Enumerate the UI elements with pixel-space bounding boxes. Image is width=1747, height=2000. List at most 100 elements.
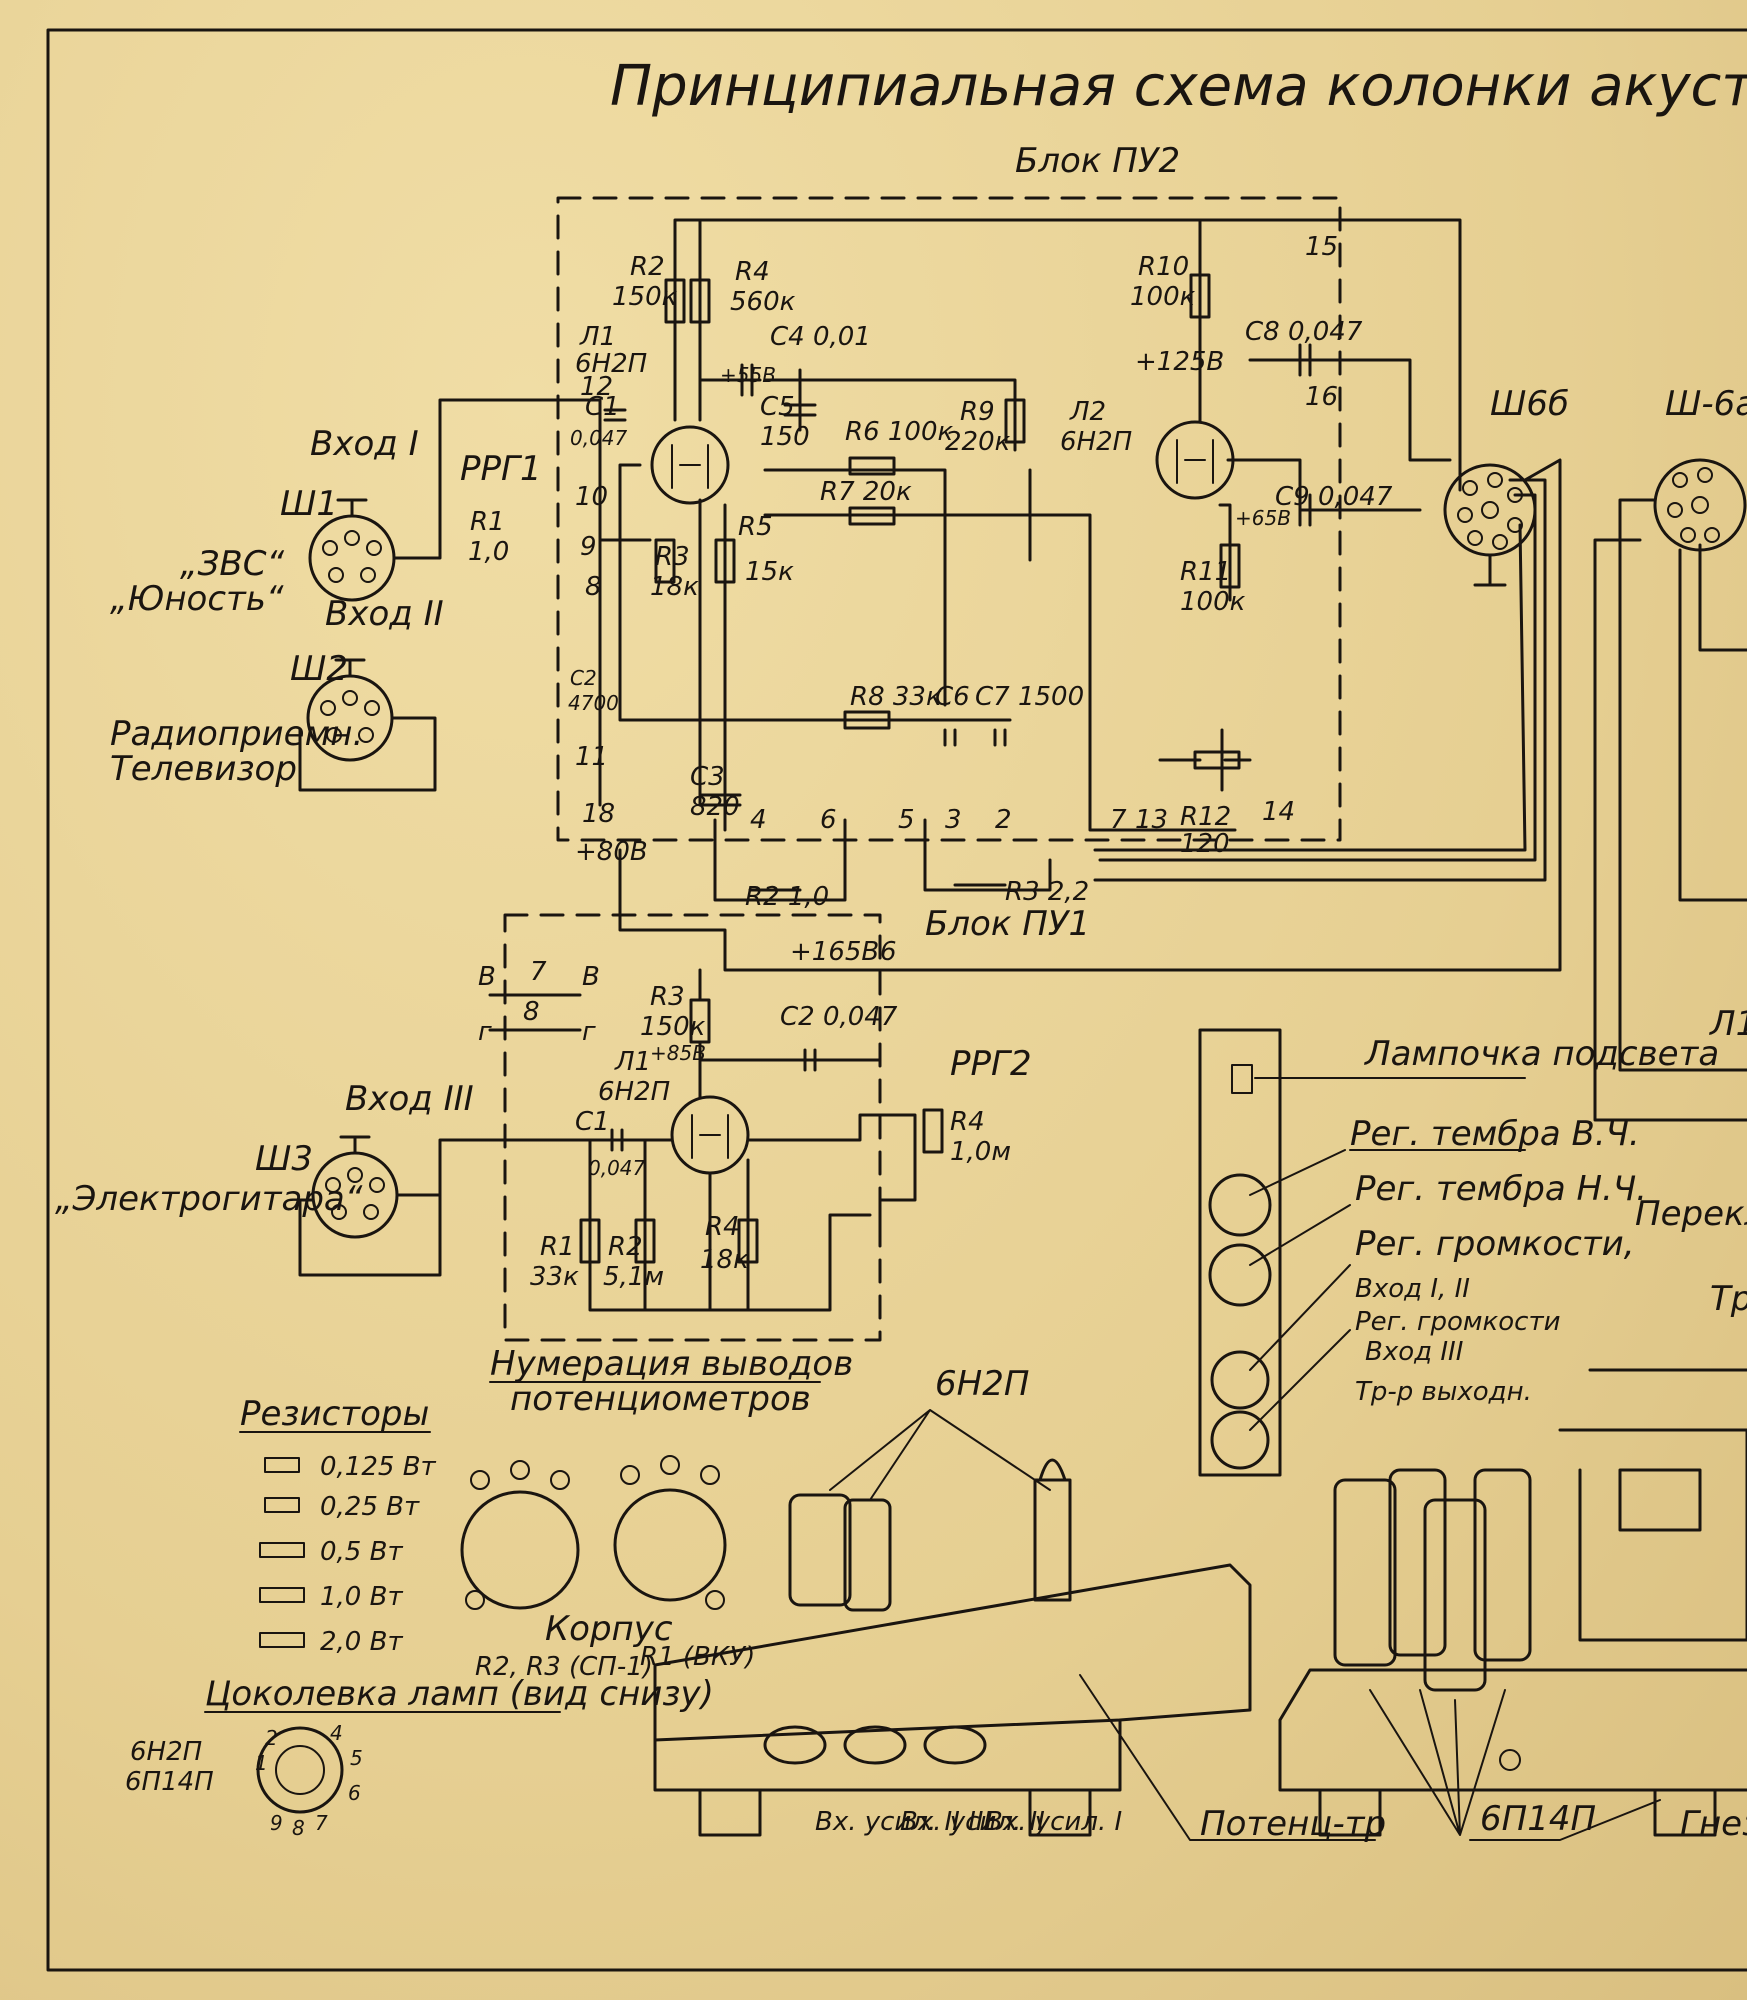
input-3-wiring xyxy=(298,1138,592,1277)
assembly-tube-label: 6Н2П xyxy=(935,1364,1029,1404)
pu2-r1-value: 1,0 xyxy=(468,537,509,567)
switch-label-v1: В xyxy=(478,962,496,992)
pu2-r4-value: 560к xyxy=(730,287,796,317)
sheet-frame xyxy=(46,28,1747,1972)
svg-text:Вход I, II: Вход I, II xyxy=(1355,1274,1470,1304)
block-rrg2-outline xyxy=(503,913,882,1342)
socket-sh2-label: Ш2 xyxy=(290,649,348,689)
rrg2-c1-value: 0,047 xyxy=(588,1156,646,1180)
svg-text:Рег. громкости: Рег. громкости xyxy=(1355,1307,1561,1337)
pu2-r8-label: R8 33к xyxy=(850,682,942,712)
svg-text:8: 8 xyxy=(585,572,602,602)
amplifier-input-labels: Вх. усил. II III Вх. усил. II Вх. усил. … xyxy=(815,1807,1122,1837)
socket-sh3-label: Ш3 xyxy=(255,1139,313,1179)
rrg2-v85-label: +85В xyxy=(650,1041,706,1065)
pu2-v65-label: +65В xyxy=(1235,506,1291,530)
pu2-v80-label: +80В xyxy=(575,837,648,867)
socket-pinout-title: Цоколевка ламп (вид снизу) xyxy=(205,1674,714,1714)
pu2-r12-label: R12 xyxy=(1180,802,1231,832)
numbering-title-1: Нумерация выводов xyxy=(490,1344,853,1384)
svg-text:12: 12 xyxy=(580,372,613,402)
rrg2-tube-icon xyxy=(670,1095,750,1175)
numbering-title-2: потенциометров xyxy=(510,1379,811,1419)
pu2-c3-label: C3 xyxy=(690,762,725,792)
rrg2-r2-value: 5,1м xyxy=(603,1262,664,1292)
rrg2-l1-type: 6Н2П xyxy=(598,1077,670,1107)
input-3-label: Вход III xyxy=(345,1079,474,1119)
rrg2-l1-label: Л1 xyxy=(614,1047,651,1077)
socket-sh1-label: Ш1 xyxy=(280,484,338,524)
svg-text:8: 8 xyxy=(292,1816,305,1840)
pu2-c4-label: C4 0,01 xyxy=(770,322,871,352)
control-panel-labels: Лампочка подсвета Рег. тембра В.Ч. Рег. … xyxy=(1350,1034,1747,1407)
pu2-r4-label: R4 xyxy=(735,257,770,287)
sh6a-wiring xyxy=(1593,498,1747,1122)
output-tube-leaders xyxy=(1369,1689,1661,1841)
svg-text:Вход III: Вход III xyxy=(1365,1337,1463,1367)
potentiometer-label: Потенц-тр xyxy=(1200,1804,1386,1844)
svg-text:0,5 Вт: 0,5 Вт xyxy=(320,1537,403,1567)
block-pu1-label: Блок ПУ1 xyxy=(925,904,1090,944)
svg-text:Рег. тембра Н.Ч.: Рег. тембра Н.Ч. xyxy=(1355,1169,1647,1209)
pu2-v55-label: +55В xyxy=(720,363,776,387)
pu2-r2-value: 150к xyxy=(612,282,678,312)
pu2-c8-label: C8 0,047 xyxy=(1245,317,1363,347)
block-pu2-outline xyxy=(556,196,1342,842)
pu2-r11-value: 100к xyxy=(1180,587,1246,617)
svg-text:6: 6 xyxy=(820,805,837,835)
yunost-label: „Юность“ xyxy=(110,579,284,619)
svg-text:9: 9 xyxy=(580,532,597,562)
pu2-r7-label: R7 20к xyxy=(820,477,912,507)
pu2-l1-type: 6Н2П xyxy=(575,349,647,379)
pu2-tube-l2-icon xyxy=(1155,420,1235,500)
pu2-r5-label: R5 xyxy=(738,512,773,542)
pu2-l1-label: Л1 xyxy=(579,322,616,352)
pu2-c2-label: C2 xyxy=(570,666,597,690)
switch-label-7: 7 xyxy=(530,957,547,987)
rrg2-wiring xyxy=(588,848,1557,1312)
pu2-capacitors xyxy=(603,343,1312,807)
input-1-label: Вход I xyxy=(310,424,419,464)
switch-label-g1: г xyxy=(478,1017,492,1047)
svg-text:2: 2 xyxy=(995,805,1012,835)
rrg2-resistors xyxy=(579,998,944,1264)
pu2-r2-pot-label: R2 1,0 xyxy=(745,882,829,912)
svg-text:1: 1 xyxy=(255,1751,268,1775)
pu2-r9-value: 220к xyxy=(945,427,1011,457)
pu2-v125-label: +125В xyxy=(1135,347,1224,377)
potentiometer-numbering-icons xyxy=(460,1455,727,1610)
pu2-r3-pot-label: R3 2,2 xyxy=(1005,877,1089,907)
rrg2-r4b-value: 18к xyxy=(700,1245,749,1275)
pu2-tube-l1-icon xyxy=(650,425,730,505)
pu2-c3-value: 820 xyxy=(690,792,740,822)
pu2-wiring xyxy=(598,218,1462,832)
page-title: Принципиальная схема колонки акуст xyxy=(610,54,1747,119)
pu2-r10-value: 100к xyxy=(1130,282,1196,312)
svg-text:Вх. усил. I: Вх. усил. I xyxy=(985,1807,1122,1837)
connector-sh6a-label: Ш-6а xyxy=(1665,384,1747,424)
pu2-r9-label: R9 xyxy=(960,397,995,427)
svg-text:4: 4 xyxy=(330,1721,343,1745)
rrg1-label: РРГ1 xyxy=(460,449,542,489)
switch-label-v2: В xyxy=(582,962,600,992)
pinout-tube2-label: 6П14П xyxy=(125,1767,214,1797)
rrg2-pin6-label: 6 xyxy=(880,937,897,967)
pu2-pin-numbers: 15 16 12 10 9 8 11 18 4 6 5 3 2 7 13 14 xyxy=(575,232,1338,835)
svg-text:4: 4 xyxy=(750,805,767,835)
rrg2-r1-label: R1 xyxy=(540,1232,575,1262)
pu2-l2-type: 6Н2П xyxy=(1060,427,1132,457)
connector-sh6a-icon xyxy=(1653,458,1747,552)
svg-text:10: 10 xyxy=(575,482,608,512)
pu2-c6-label: C6 xyxy=(935,682,970,712)
pu2-r12-value: 120 xyxy=(1180,829,1230,859)
rrg2-c2-label: C2 0,047 xyxy=(780,1002,898,1032)
svg-text:Перекл: Перекл xyxy=(1635,1194,1747,1234)
pu2-r10-label: R10 xyxy=(1138,252,1189,282)
svg-text:0,25 Вт: 0,25 Вт xyxy=(320,1492,420,1522)
pu1-potentiometers xyxy=(713,818,1052,902)
sh6a-l1-label: Л1 xyxy=(1708,1004,1747,1044)
input-wiring xyxy=(298,398,602,792)
pu2-r5-value: 15к xyxy=(745,557,794,587)
svg-text:2: 2 xyxy=(265,1726,278,1750)
rrg2-r3-label: R3 xyxy=(650,982,685,1012)
